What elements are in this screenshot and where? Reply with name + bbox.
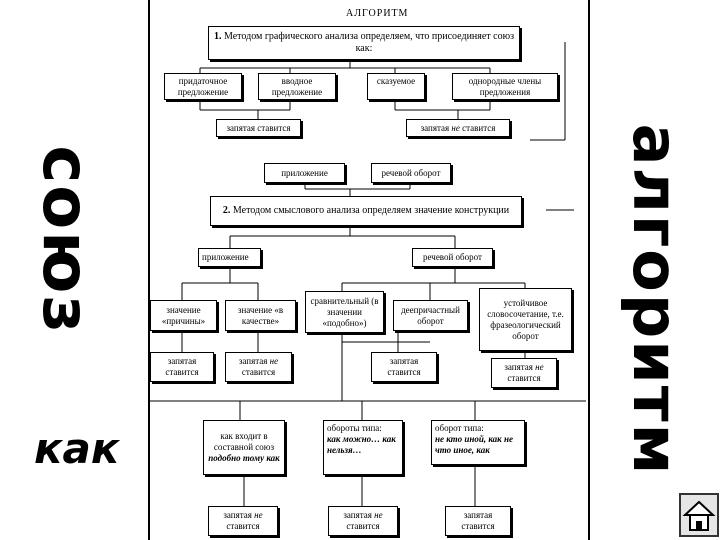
bottom-b1-text: как входит в составной союз xyxy=(213,431,275,452)
bottom-b1-emphasis: подобно тому как xyxy=(208,453,280,463)
diagram-title: АЛГОРИТМ xyxy=(346,8,409,19)
comma-yes-participial: запятая ставится xyxy=(371,352,437,382)
comma-no-box: запятая не ставится xyxy=(406,119,510,137)
home-icon xyxy=(682,500,716,531)
row2-appositive: приложение xyxy=(198,248,261,267)
home-button[interactable] xyxy=(679,493,719,537)
row1-introductory-clause: вводное предложение xyxy=(258,73,336,100)
row3-comparative: сравнительный (в значении «подобно») xyxy=(305,291,384,333)
comma-no-suffix: ставится xyxy=(226,521,260,531)
comma-yes-box: запятая ставится xyxy=(216,119,301,137)
comma-no-suffix: ставится xyxy=(507,373,541,383)
row1-subordinate-clause: придаточное предложение xyxy=(164,73,242,100)
mid-appositive: приложение xyxy=(264,163,345,183)
bottom-b2-text: обороты типа: xyxy=(327,423,382,433)
step1-text: Методом графического анализа определяем,… xyxy=(223,31,515,54)
bottom-b2-emphasis: как можно… как нельзя… xyxy=(327,434,396,455)
bottom-b3-emphasis: не кто иной, как не что иное, как xyxy=(435,434,513,455)
comma-no-prefix: запятая xyxy=(420,122,450,133)
step1-box: 1. Методом графического анализа определя… xyxy=(208,26,520,60)
comma-no-prefix: запятая xyxy=(223,510,252,520)
comma-no-em: не xyxy=(254,510,263,520)
row1-predicate: сказуемое xyxy=(367,73,425,100)
comma-no-em: не xyxy=(269,356,279,366)
step2-text: Методом смыслового анализа определяем зн… xyxy=(232,205,510,216)
comma-no-suffix: ставится xyxy=(462,122,496,133)
bottom-turns-type: обороты типа:как можно… как нельзя… xyxy=(323,420,403,475)
row1-homogeneous-members: однородные члены предложения xyxy=(452,73,558,100)
comma-no-prefix: запятая xyxy=(238,356,268,366)
bottom-turn-type: оборот типа:не кто иной, как не что иное… xyxy=(431,420,525,465)
comma-no-em: не xyxy=(451,122,460,133)
bottom-b3-text: оборот типа: xyxy=(435,423,484,433)
row3-idiom: устойчивое словосочетание, т.е. фразеоло… xyxy=(479,288,572,351)
step2-num: 2. xyxy=(222,205,231,216)
comma-no-prefix: запятая xyxy=(343,510,372,520)
row3-as: значение «в качестве» xyxy=(225,300,296,331)
comma-no-suffix: ставится xyxy=(346,521,380,531)
row3-cause: значение «причины» xyxy=(150,300,217,331)
step2-box: 2. Методом смыслового анализа определяем… xyxy=(210,196,522,226)
comma-no-em: не xyxy=(535,362,544,372)
step1-num: 1. xyxy=(213,31,222,42)
comma-yes-b3: запятая ставится xyxy=(445,506,511,536)
comma-yes-cause: запятая ставится xyxy=(150,352,214,382)
mid-speech-turn: речевой оборот xyxy=(371,163,451,183)
comma-no-suffix: ставится xyxy=(241,367,276,377)
row2-speech-turn: речевой оборот xyxy=(412,248,493,267)
side-word-kak: как xyxy=(34,424,120,473)
row3-participial: деепричастный оборот xyxy=(393,300,468,331)
comma-no-em: не xyxy=(374,510,383,520)
comma-no-prefix: запятая xyxy=(504,362,533,372)
